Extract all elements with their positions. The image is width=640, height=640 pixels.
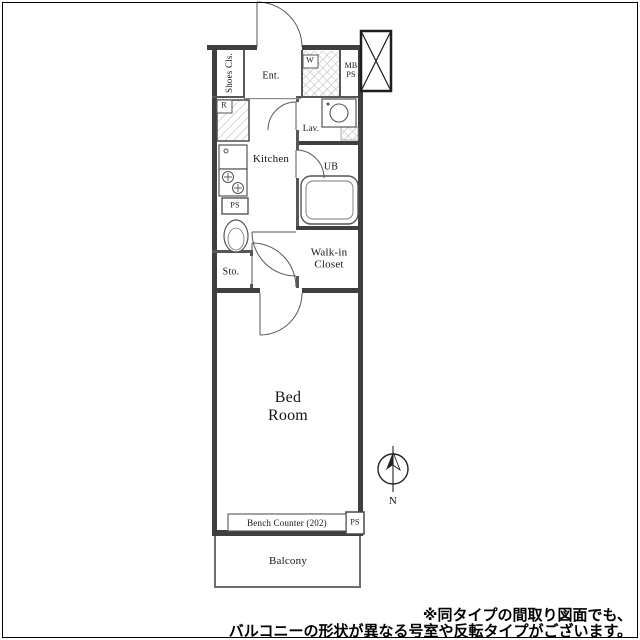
- toilet-icon: [223, 219, 249, 253]
- washer-label-box: [302, 54, 319, 69]
- storage-door-arc: [251, 242, 297, 288]
- room-label-bedroom: Bed Room: [268, 389, 308, 424]
- room-label-shoes-closet: Shoes Cls.: [223, 52, 234, 94]
- bedroom-door-arc: [259, 292, 303, 336]
- compass-icon: [377, 446, 409, 492]
- stove-icon: [218, 168, 248, 197]
- label-meter-box-pipe-space: MB PS: [344, 61, 358, 79]
- refrigerator-space-hatch: [216, 99, 250, 142]
- disclaimer-line-1: ※同タイプの間取り図面でも、: [422, 606, 632, 624]
- disclaimer-line-2: バルコニーの形状が異なる号室や反転タイプがございます。: [228, 622, 632, 640]
- disclaimer-text: ※同タイプの間取り図面でも、 バルコニーの形状が異なる号室や反転タイプがございま…: [228, 606, 632, 640]
- fixture-label-boxes: [216, 54, 365, 535]
- label-bench-counter: Bench Counter (202): [247, 517, 327, 528]
- room-label-balcony: Balcony: [268, 554, 308, 567]
- bench-counter-outline: [227, 513, 347, 532]
- room-label-walk-in-closet: Walk-in Closet: [310, 246, 348, 271]
- label-refrigerator: R: [221, 100, 227, 110]
- label-washer: W: [306, 55, 314, 65]
- shaft-x-box: [359, 29, 393, 93]
- walk-in-closet-door-arc: [251, 231, 297, 277]
- room-label-unit-bath: UB: [323, 161, 339, 173]
- entry-door-arc: [256, 1, 303, 48]
- lavatory-door-arc: [267, 101, 297, 131]
- lavatory-sink-icon: [321, 98, 357, 128]
- room-label-entrance: Ent.: [262, 70, 280, 82]
- room-label-lavatory: Lav.: [302, 122, 320, 133]
- bath-door-arc: [295, 149, 325, 179]
- balcony-walls: [214, 536, 361, 588]
- pipe-space-box-kitchen: [221, 197, 249, 215]
- kitchen-sink-icon: [218, 144, 248, 170]
- bathtub-icon: [300, 175, 359, 225]
- outer-walls: [207, 45, 363, 536]
- refrigerator-label-box: [216, 99, 233, 114]
- compass-north-label: N: [388, 494, 398, 507]
- room-label-kitchen: Kitchen: [252, 152, 290, 165]
- hatch-areas: [216, 51, 359, 142]
- room-label-storage: Sto.: [222, 266, 240, 278]
- label-pipe-space-kitchen: PS: [230, 200, 240, 210]
- label-pipe-space-bedroom: PS: [350, 517, 360, 527]
